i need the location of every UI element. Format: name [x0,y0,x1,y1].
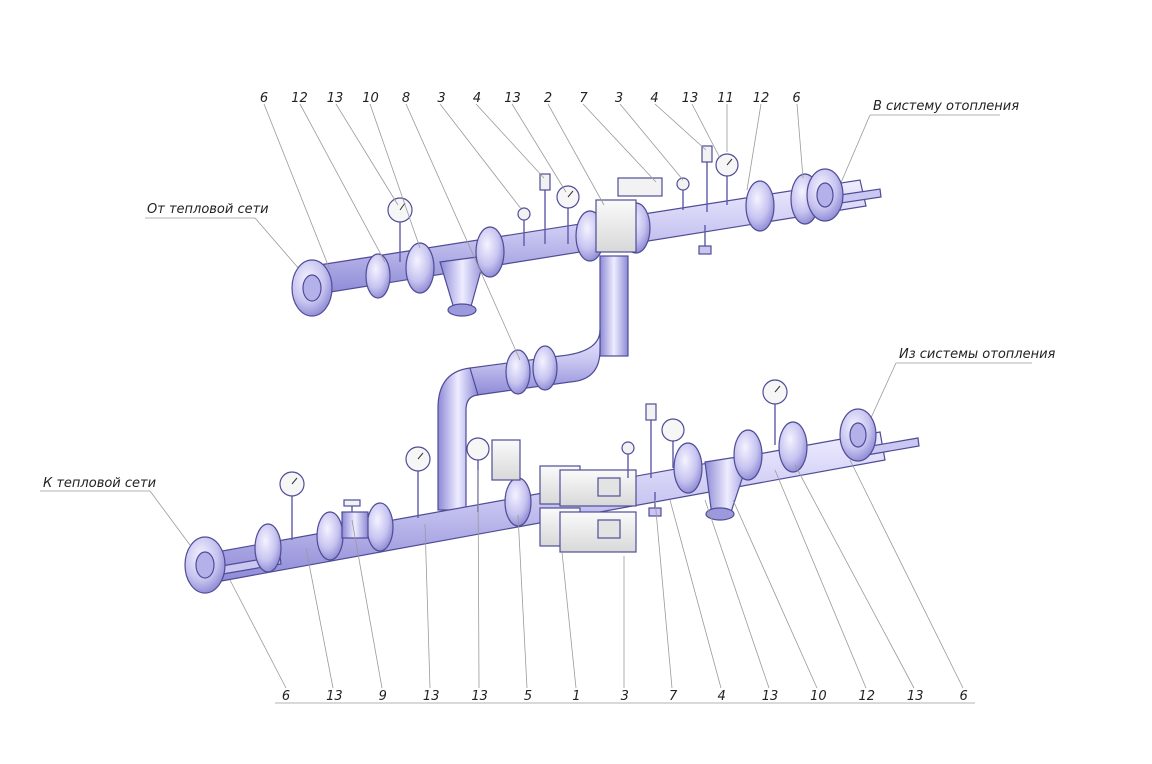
caption-to-network: К тепловой сети [43,476,156,491]
flange [475,226,505,278]
thermometer [701,145,713,212]
bottom-callout-7: 1 [572,689,580,704]
top-callout-4: 10 [362,91,379,106]
top-callout-2: 12 [291,91,308,106]
callout-leaders [229,103,975,704]
pressure-gauge [405,446,431,518]
top-callout-numbers: 6 12 13 10 8 3 4 13 2 7 3 4 13 11 12 6 [260,91,801,106]
flange [316,511,344,561]
bypass-pipeline [437,255,629,511]
pressure-switch-box [491,439,521,481]
top-callout-5: 8 [402,91,410,106]
regulator-body [595,199,637,253]
bottom-callout-11: 13 [762,689,779,704]
top-callout-8: 13 [504,91,521,106]
pressure-gauge [279,471,305,540]
flange [532,345,558,391]
top-callout-11: 3 [615,91,623,106]
caption-to-heating: В систему отопления [873,99,1019,114]
caption-from-network: От тепловой сети [147,202,269,217]
bottom-callout-3: 9 [379,689,387,704]
return-pipeline [184,408,920,594]
flange [673,442,703,494]
top-callout-10: 7 [579,91,588,106]
top-callout-12: 4 [650,91,658,106]
bottom-callout-2: 13 [326,689,343,704]
regulator-actuator [617,177,663,197]
thermometer [645,403,657,478]
flange [745,180,775,232]
bottom-callout-15: 6 [959,689,967,704]
bottom-callout-10: 4 [717,689,725,704]
flange [254,523,282,573]
pump-lower [539,507,637,553]
pressure-switch [621,441,635,478]
top-callout-3: 13 [327,91,344,106]
bottom-callout-14: 13 [907,689,924,704]
bottom-callout-5: 13 [471,689,488,704]
top-callout-15: 12 [753,91,770,106]
bottom-callout-13: 12 [859,689,876,704]
bottom-callout-9: 7 [669,689,678,704]
bypass-riser [599,255,629,357]
drain-valve [698,225,712,255]
flange [366,502,394,552]
pressure-gauge [387,197,413,262]
bottom-callout-4: 13 [423,689,440,704]
caption-group: От тепловой сети В систему отопления Из … [40,99,1056,546]
supply-pipeline [291,168,882,317]
top-callout-1: 6 [260,91,268,106]
pressure-switch [676,177,690,210]
bypass-down-elbow [437,367,479,511]
flange [505,349,531,395]
top-callout-16: 6 [792,91,800,106]
thermometer [539,173,551,244]
pump-upper [539,465,637,507]
bottom-callout-1: 6 [282,689,290,704]
pressure-gauge [715,153,739,205]
ball-valve [341,499,369,539]
pressure-switch [517,207,531,246]
pressure-gauge [556,185,580,244]
pressure-gauge [762,379,788,445]
flange [405,242,435,294]
supply-gauges [387,145,739,262]
flange [365,253,391,299]
top-callout-13: 13 [682,91,699,106]
flange [733,429,763,481]
bottom-callout-12: 10 [810,689,827,704]
top-callout-6: 3 [437,91,445,106]
bottom-callout-8: 3 [621,689,629,704]
bottom-callout-6: 5 [524,689,532,704]
top-callout-14: 11 [717,91,734,106]
top-callout-9: 2 [544,91,552,106]
pressure-gauge [661,418,685,468]
caption-from-heating: Из системы отопления [899,347,1056,362]
top-callout-7: 4 [473,91,481,106]
return-gauges [279,379,788,540]
flange [778,421,808,473]
